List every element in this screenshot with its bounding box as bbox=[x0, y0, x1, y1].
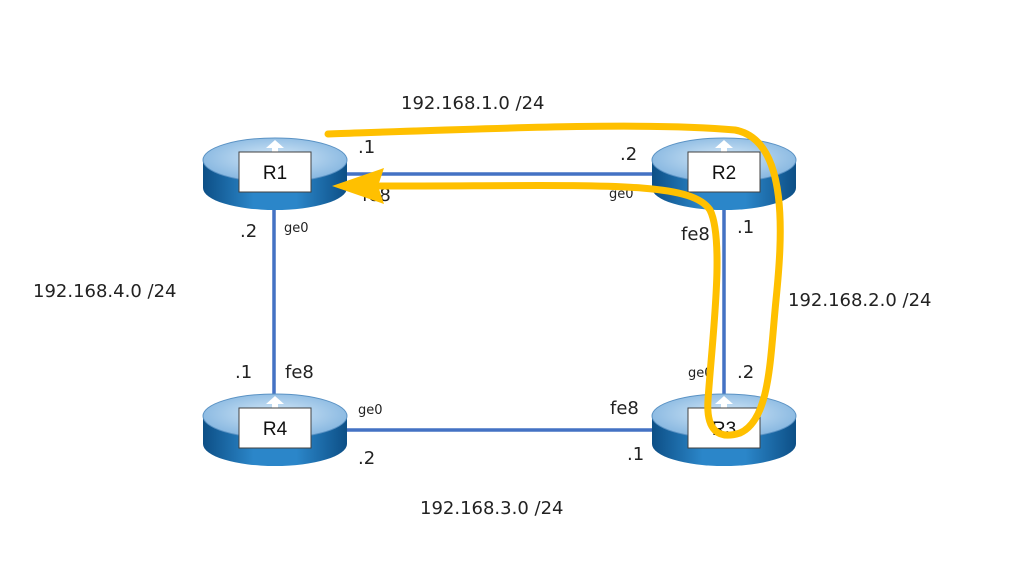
traffic-path bbox=[324, 122, 784, 439]
interface-r1-to-r4: ge0 bbox=[284, 221, 309, 236]
address-r3-to-r2: .2 bbox=[737, 362, 754, 383]
router-label: R1 bbox=[263, 163, 287, 184]
address-r2-to-r3: .1 bbox=[737, 217, 754, 238]
router-label-box bbox=[238, 407, 312, 449]
links bbox=[272, 172, 726, 432]
address-r2-to-r1: .2 bbox=[620, 144, 637, 165]
traffic-arrowhead-icon bbox=[332, 168, 384, 204]
router-r4[interactable]: R4 bbox=[202, 393, 348, 466]
router-arrow-icon bbox=[715, 396, 733, 410]
address-r1-to-r4: .2 bbox=[240, 221, 257, 242]
network-label-r1-r4: 192.168.4.0 /24 bbox=[33, 281, 176, 302]
interface-r3-to-r4: fe8 bbox=[610, 398, 639, 419]
router-label-box bbox=[687, 151, 761, 193]
network-label-r1-r2: 192.168.1.0 /24 bbox=[401, 93, 544, 114]
traffic-path-line bbox=[324, 122, 784, 439]
router-arrow-icon bbox=[266, 396, 284, 410]
address-r1-to-r2: .1 bbox=[358, 137, 375, 158]
network-label-r3-r4: 192.168.3.0 /24 bbox=[420, 498, 563, 519]
interface-r4-to-r3: ge0 bbox=[358, 403, 383, 418]
router-label: R4 bbox=[263, 419, 288, 440]
address-r4-to-r3: .2 bbox=[358, 448, 375, 469]
interface-r4-to-r1: fe8 bbox=[285, 362, 314, 383]
router-arrow-icon bbox=[266, 140, 284, 154]
address-r3-to-r4: .1 bbox=[627, 444, 644, 465]
network-label-r2-r3: 192.168.2.0 /24 bbox=[788, 290, 931, 311]
router-r1[interactable]: R1 bbox=[202, 137, 348, 210]
address-r4-to-r1: .1 bbox=[235, 362, 252, 383]
router-label: R2 bbox=[712, 163, 736, 184]
router-arrow-icon bbox=[715, 140, 733, 154]
interface-r2-to-r1: ge0 bbox=[609, 187, 634, 202]
router-label-box bbox=[238, 151, 312, 193]
router-r3[interactable]: R3 bbox=[651, 393, 797, 466]
interface-r2-to-r3: fe8 bbox=[681, 224, 710, 245]
